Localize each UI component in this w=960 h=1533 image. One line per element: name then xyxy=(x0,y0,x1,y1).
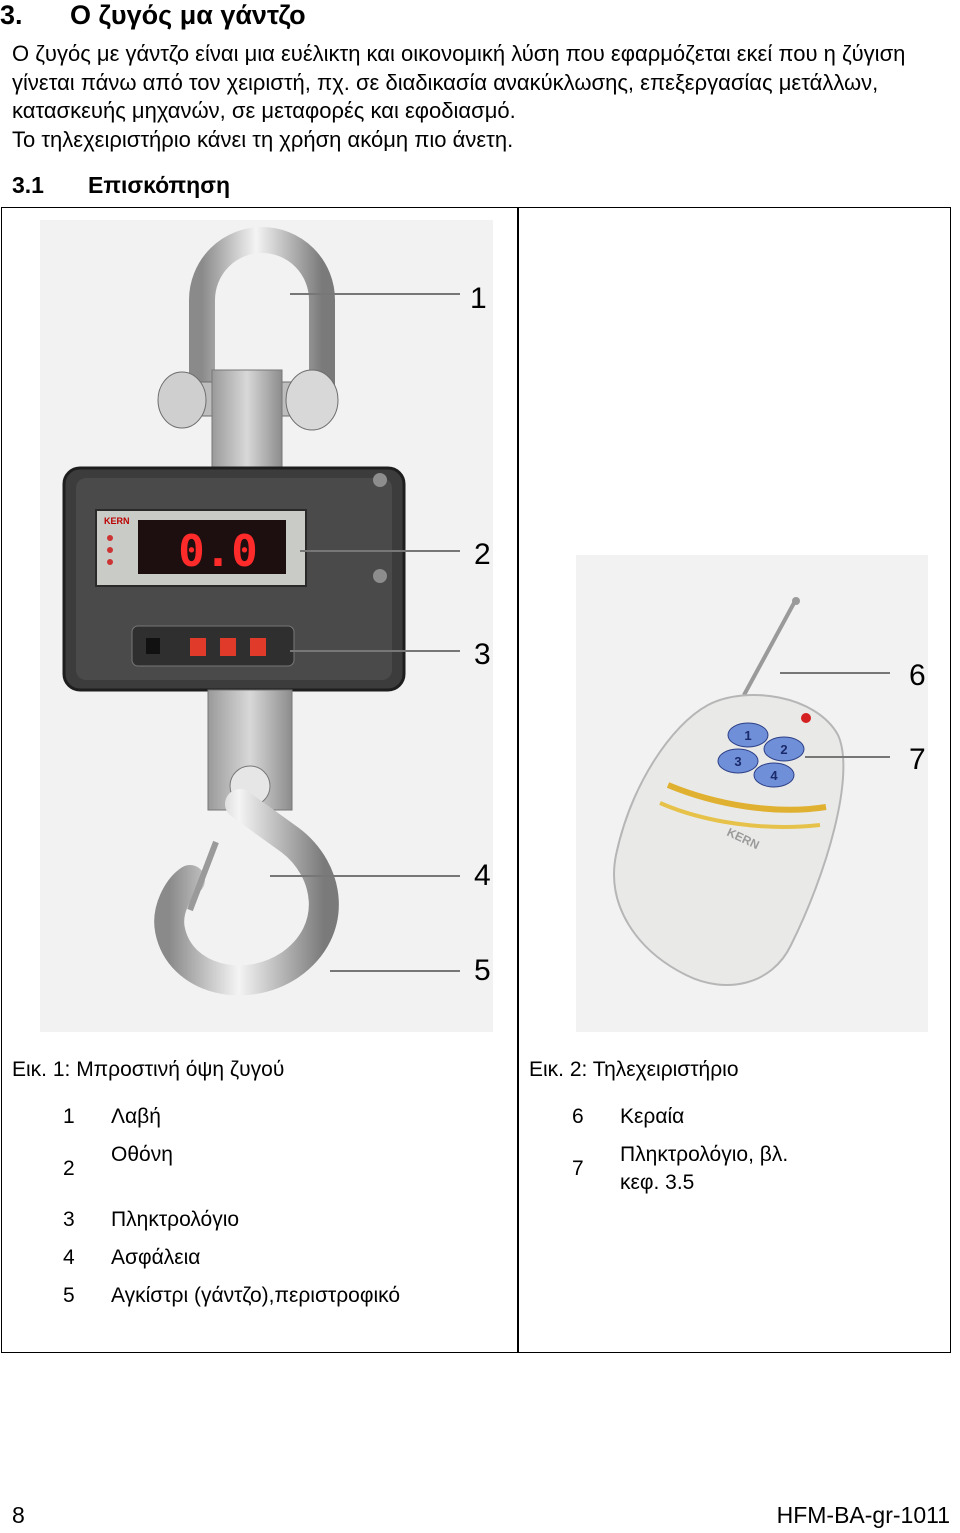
indicator-led xyxy=(107,559,113,565)
display-reading: 0.0 xyxy=(178,526,257,577)
remote-key-label: 4 xyxy=(770,768,778,783)
callout-number: 1 xyxy=(470,282,487,315)
legend-label: Κεραία xyxy=(620,1105,685,1128)
antenna xyxy=(742,602,796,696)
legend-number: 3 xyxy=(63,1208,75,1231)
callout-number: 5 xyxy=(474,954,491,987)
housing-screw xyxy=(373,569,387,583)
legend-label: Αγκίστρι (γάντζο),περιστροφικό xyxy=(111,1284,401,1307)
callout-number: 2 xyxy=(474,538,491,571)
intro-paragraph: Το τηλεχειριστήριο κάνει τη χρήση ακόμη … xyxy=(12,126,514,152)
legend-label: Οθόνη xyxy=(111,1143,173,1166)
section-number: 3. xyxy=(0,0,23,30)
document-code: HFM-BA-gr-1011 xyxy=(776,1502,950,1528)
shackle-handle xyxy=(189,227,335,400)
decorative-stripe xyxy=(659,801,821,829)
figure-1-caption: Εικ. 1: Μπροστινή όψη ζυγού xyxy=(12,1058,285,1081)
legend-number: 6 xyxy=(572,1105,584,1128)
keypad-key xyxy=(220,638,236,656)
legend-number: 2 xyxy=(63,1157,75,1180)
callout-line xyxy=(300,550,460,552)
upper-link-plate xyxy=(211,369,283,481)
shackle-nut xyxy=(285,369,339,431)
figure-2-caption: Εικ. 2: Τηλεχειριστήριο xyxy=(529,1058,739,1081)
power-switch xyxy=(146,638,160,654)
callout-line xyxy=(290,650,460,652)
intro-paragraph: Ο ζυγός με γάντζο είναι μια ευέλικτη και… xyxy=(12,41,906,123)
subsection-number: 3.1 xyxy=(12,172,44,198)
status-led xyxy=(801,713,811,723)
safety-latch xyxy=(187,840,219,912)
remote-key-4[interactable] xyxy=(753,762,795,788)
decorative-stripe xyxy=(666,782,827,813)
scale-brand-label: KERN xyxy=(104,516,130,526)
remote-control-illustration: 1 2 3 4 KERN xyxy=(613,597,845,986)
remote-key-2[interactable] xyxy=(763,736,805,762)
page-number: 8 xyxy=(12,1502,25,1528)
housing-screw xyxy=(373,473,387,487)
indicator-led xyxy=(107,547,113,553)
display-window xyxy=(138,520,286,574)
remote-key-label: 3 xyxy=(734,754,741,769)
legend-label: Πληκτρολόγιο, βλ. xyxy=(620,1143,789,1166)
section-title: Ο ζυγός μα γάντζο xyxy=(70,0,306,30)
antenna-tip xyxy=(792,597,800,605)
legend-number: 5 xyxy=(63,1284,75,1307)
callout-line xyxy=(780,672,890,674)
legend-label: Πληκτρολόγιο xyxy=(111,1208,240,1231)
remote-key-label: 2 xyxy=(780,742,787,757)
callout-number: 4 xyxy=(474,859,491,892)
section-heading: 3. Ο ζυγός μα γάντζο xyxy=(0,0,306,31)
legend-label: Ασφάλεια xyxy=(111,1246,201,1269)
legend-label-continuation: κεφ. 3.5 xyxy=(620,1171,695,1194)
shackle-nut xyxy=(157,371,207,429)
remote-control-photo: 1 2 3 4 KERN xyxy=(576,555,928,1032)
subsection-heading: 3.1 Επισκόπηση xyxy=(12,172,230,199)
legend-number: 7 xyxy=(572,1157,584,1180)
keypad-key xyxy=(250,638,266,656)
remote-key-label: 1 xyxy=(744,728,751,743)
table-divider xyxy=(517,207,519,1353)
legend-label: Λαβή xyxy=(111,1105,161,1128)
callout-number: 3 xyxy=(474,638,491,671)
callout-line xyxy=(290,293,460,295)
indicator-led xyxy=(107,535,113,541)
callout-line xyxy=(805,756,890,758)
remote-key-1[interactable] xyxy=(727,722,769,748)
remote-key-3[interactable] xyxy=(717,748,759,774)
hook xyxy=(154,789,339,996)
callout-number: 7 xyxy=(909,743,926,776)
callout-line xyxy=(270,875,460,877)
legend-number: 4 xyxy=(63,1246,75,1269)
intro-text: Ο ζυγός με γάντζο είναι μια ευέλικτη και… xyxy=(12,40,960,154)
subsection-title: Επισκόπηση xyxy=(88,172,230,198)
keypad-key xyxy=(190,638,206,656)
legend-number: 1 xyxy=(63,1105,75,1128)
overview-table xyxy=(1,207,951,1353)
crane-scale-photo: 0.0 KERN xyxy=(40,220,493,1032)
callout-number: 6 xyxy=(909,659,926,692)
callout-line xyxy=(330,970,460,972)
crane-scale-illustration: 0.0 KERN xyxy=(62,227,406,996)
